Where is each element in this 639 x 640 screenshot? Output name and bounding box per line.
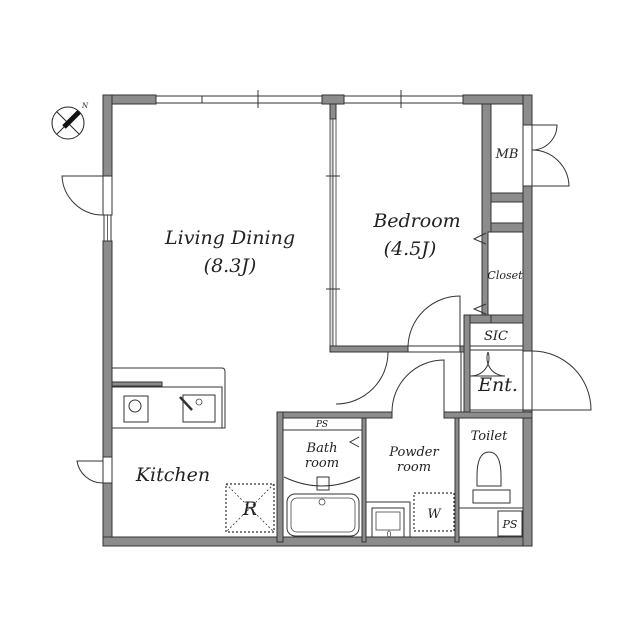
balcony-door-upper[interactable] bbox=[61, 175, 113, 216]
refrigerator-space bbox=[225, 483, 275, 533]
label-powder-1: Powder bbox=[388, 445, 439, 460]
label-powder-2: room bbox=[397, 460, 431, 475]
label-bath-2: room bbox=[305, 456, 339, 471]
hall-door-powder[interactable] bbox=[391, 359, 445, 413]
north-label: N bbox=[81, 102, 89, 110]
label-refrigerator: R bbox=[242, 498, 257, 520]
washbasin bbox=[365, 501, 411, 538]
label-bedroom-size: (4.5J) bbox=[384, 238, 437, 260]
closet-column bbox=[463, 103, 524, 413]
bedroom-south-wall bbox=[329, 345, 409, 353]
mb-door[interactable] bbox=[522, 124, 570, 187]
front-door[interactable] bbox=[522, 350, 592, 411]
label-kitchen: Kitchen bbox=[135, 464, 210, 486]
label-ps-toilet: PS bbox=[502, 518, 518, 531]
washer-space bbox=[413, 492, 455, 532]
window-bedroom bbox=[343, 90, 464, 108]
stove-icon bbox=[123, 395, 149, 423]
label-bedroom: Bedroom bbox=[372, 210, 460, 232]
hall-door-left[interactable] bbox=[335, 351, 389, 405]
label-ps-bath: PS bbox=[315, 420, 328, 430]
entrance-area bbox=[469, 349, 524, 411]
bedroom-door[interactable] bbox=[407, 295, 461, 347]
label-living-size: (8.3J) bbox=[204, 255, 257, 277]
label-toilet: Toilet bbox=[471, 429, 508, 444]
compass-north-icon: N bbox=[51, 102, 89, 140]
balcony-door-lower[interactable] bbox=[76, 456, 113, 484]
label-bath-1: Bath bbox=[306, 441, 338, 456]
sink-icon bbox=[182, 394, 216, 423]
label-closet: Closet bbox=[487, 269, 523, 282]
label-washer: W bbox=[427, 507, 442, 522]
label-living-dining: Living Dining bbox=[164, 227, 295, 249]
toilet-fixture bbox=[459, 451, 523, 537]
label-sic: SIC bbox=[484, 329, 508, 344]
bathtub bbox=[283, 436, 361, 537]
bedroom-doorway bbox=[407, 345, 461, 353]
window-living bbox=[155, 90, 323, 108]
kitchen-counter bbox=[111, 367, 226, 429]
sliding-partition[interactable] bbox=[326, 103, 340, 350]
label-mb: MB bbox=[495, 147, 519, 162]
left-window bbox=[103, 214, 112, 242]
wet-area-walls bbox=[276, 411, 533, 543]
label-entrance: Ent. bbox=[477, 374, 518, 396]
